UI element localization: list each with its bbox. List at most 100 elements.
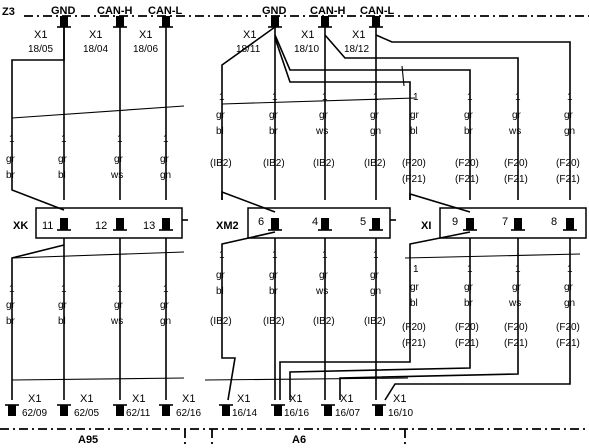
splice-pin: 4: [312, 216, 318, 228]
wire-stripe: ws: [315, 286, 328, 297]
fuse-ref: (F21): [556, 174, 580, 185]
wire-size: 1: [61, 284, 67, 295]
can-h-label-left: CAN-H: [97, 5, 132, 17]
connector-name: X1: [28, 393, 41, 405]
connector-pin: 62/16: [176, 408, 201, 419]
wire-size: 1: [272, 92, 278, 103]
connector-name: X1: [182, 393, 195, 405]
wire-stripe: ws: [508, 298, 521, 309]
wire-stripe: gn: [160, 170, 171, 181]
terminal-symbol: [271, 404, 285, 416]
module-boundary: A95 A6: [0, 428, 589, 448]
wire-stripe: ws: [110, 170, 123, 181]
wire-size: 1: [467, 92, 473, 103]
splice-pin: 8: [551, 216, 557, 228]
fuse-ref: (F21): [504, 338, 528, 349]
wire-size: 1: [9, 284, 15, 295]
connector-pin: 62/09: [22, 408, 47, 419]
connector-pin: 18/06: [133, 44, 158, 55]
ground-bus-label: Z3: [2, 6, 15, 18]
splice-xm2: XM2 6 4 5: [216, 190, 396, 255]
wire-size: 1: [272, 250, 278, 261]
terminal-symbol: [57, 16, 71, 28]
wire-base-color: gr: [410, 282, 420, 293]
connector-pin: 16/16: [284, 408, 309, 419]
terminal-symbol: [372, 404, 386, 416]
fuse-ref: (F20): [455, 322, 479, 333]
wire-size: 1: [467, 264, 473, 275]
bottom-connector-labels: X1 62/09 X1 62/05 X1 62/11 X1 62/16 X1 1…: [22, 393, 413, 419]
wire-size: 1: [163, 134, 169, 145]
connector-name: X1: [89, 29, 102, 41]
terminal-symbol: [113, 16, 127, 28]
wire-size: 1: [373, 250, 379, 261]
connector-pin: 18/04: [83, 44, 108, 55]
wire-stripe: br: [269, 286, 279, 297]
connector-name: X1: [237, 393, 250, 405]
wire-size: 1: [9, 134, 15, 145]
wire-stripe: ws: [110, 316, 123, 327]
wire-base-color: gr: [6, 154, 16, 165]
wire-base-color: gr: [58, 154, 68, 165]
fuse-ref: (F21): [455, 338, 479, 349]
fuse-ref: (IB2): [263, 316, 285, 327]
connector-name: X1: [352, 29, 365, 41]
splice-pin: 5: [360, 216, 366, 228]
fuse-ref: (IB2): [210, 316, 232, 327]
wire-size: 1: [322, 92, 328, 103]
right-wires-upper: [221, 26, 571, 200]
fuse-ref: (F20): [556, 322, 580, 333]
terminal-symbol: [57, 404, 71, 416]
wire-base-color: gr: [216, 270, 226, 281]
wire-stripe: br: [269, 126, 279, 137]
wire-stripe: gn: [370, 286, 381, 297]
connector-pin: 16/07: [335, 408, 360, 419]
bottom-terminals: [5, 404, 386, 416]
terminal-symbol: [113, 404, 127, 416]
wire-base-color: gr: [370, 270, 380, 281]
wire-stripe: br: [6, 316, 16, 327]
terminal-symbol: [369, 16, 383, 28]
wire-size: 1: [515, 264, 521, 275]
terminal-symbol: [159, 16, 173, 28]
gnd-label-right: GND: [262, 5, 287, 17]
wire-stripe: bl: [410, 126, 418, 137]
wire-stripe: bl: [216, 286, 224, 297]
connector-name: X1: [34, 29, 47, 41]
wire-size: 1: [219, 250, 225, 261]
wire-size: 1: [567, 264, 573, 275]
fuse-ref: (F20): [504, 158, 528, 169]
can-h-label-right: CAN-H: [310, 5, 345, 17]
wire-size: 1: [117, 134, 123, 145]
fuse-ref: (F21): [402, 338, 426, 349]
fuse-ref: (IB2): [313, 158, 335, 169]
wire-stripe: gn: [370, 126, 381, 137]
wire-stripe: br: [464, 298, 474, 309]
wire-size: 1: [413, 92, 419, 103]
splice-label: XM2: [216, 220, 239, 232]
wire-base-color: gr: [160, 154, 170, 165]
wire-base-color: gr: [512, 110, 522, 121]
splice-xi: XI 9 7 8: [409, 192, 587, 255]
wire-base-color: gr: [564, 282, 574, 293]
right-wires-lower: [204, 238, 581, 401]
wire-size: 1: [373, 92, 379, 103]
terminal-symbol: [321, 404, 335, 416]
wire-stripe: bl: [58, 170, 66, 181]
splice-label: XK: [13, 220, 28, 232]
splice-pin: 7: [502, 216, 508, 228]
module-label: A6: [292, 434, 306, 446]
splice-pin: 11: [42, 220, 53, 232]
wire-stripe: gn: [160, 316, 171, 327]
connector-pin: 62/05: [74, 408, 99, 419]
left-wires-upper: [11, 27, 185, 211]
can-l-label-left: CAN-L: [148, 5, 182, 17]
connector-pin: 18/11: [236, 44, 261, 55]
connector-name: X1: [340, 393, 353, 405]
wire-base-color: gr: [269, 270, 279, 281]
wire-stripe: br: [464, 126, 474, 137]
wire-base-color: gr: [464, 282, 474, 293]
fuse-ref: (IB2): [263, 158, 285, 169]
splice-xk: XK 11 12 13: [13, 207, 188, 239]
connector-name: X1: [289, 393, 302, 405]
